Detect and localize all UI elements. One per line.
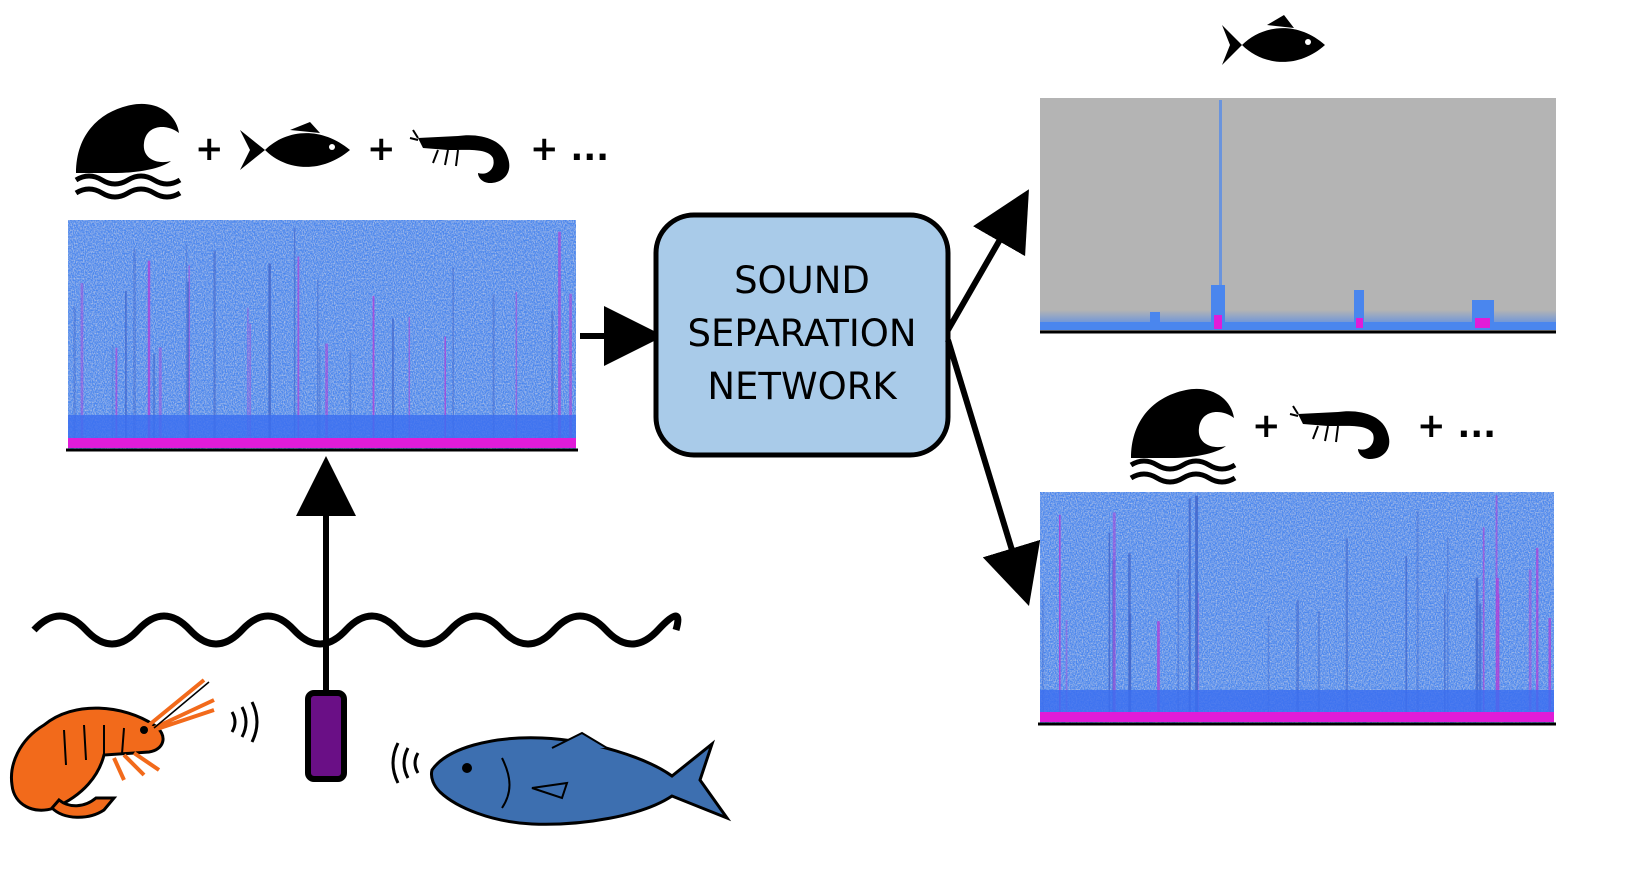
spectrogram-streak [515,291,518,442]
shrimp-icon [1289,405,1390,459]
spectrogram-streak [325,343,328,442]
spectrogram-streaks [1042,495,1551,714]
spectrogram-streak [1177,569,1179,714]
plus-operator: + [195,129,224,169]
spectrogram-streak [319,347,321,442]
spectrogram-streak [1447,537,1449,714]
spectrogram-streak [111,345,114,442]
spectrogram-streak [1112,559,1115,714]
input-spectrogram [66,220,578,452]
spectrogram-streak [1416,510,1419,714]
spectrogram-streak [408,316,410,442]
spectrogram-streak [1479,603,1482,714]
plus-ellipsis-operator: + ... [1417,406,1496,446]
shrimp-icon [409,129,510,183]
spectrogram-streak [187,281,189,442]
spectrogram-streak [125,290,127,442]
spectrogram-streak [1548,618,1551,714]
spectrogram-streak [349,350,352,442]
spectrogram-streak [492,294,495,442]
spectrogram-streak [1112,512,1116,714]
spectrogram-streak [444,336,446,442]
spectrogram-streak [1317,611,1320,714]
output-fish-icon-group [1222,15,1325,65]
spectrogram-streak [1188,498,1191,714]
spectrogram-streak [1345,538,1348,714]
residual-output-icons: + + ... [1129,388,1496,485]
spectrogram-streak [147,260,151,442]
spectrogram-streak [1108,533,1111,714]
wave-icon [1129,388,1237,485]
spectrogram-streak [1405,556,1408,714]
spectrogram-streak [268,263,271,442]
shrimp-sound-waves-icon [230,701,259,743]
spectrogram-streak [152,353,156,442]
spectrogram-streak [80,283,84,442]
plus-operator: + [367,129,396,169]
fish-illustration [430,731,732,826]
network-label-line-2: SEPARATION [687,312,916,355]
network-to-residual-output-arrow [945,339,1041,606]
spectrogram-streak [372,296,375,442]
residual-output-spectrogram [1038,492,1556,726]
spectrogram-streak [551,311,554,442]
spectrogram-streak [293,227,296,442]
network-label-line-3: NETWORK [707,365,898,408]
fish-sound-waves-icon [391,742,420,784]
spectrogram-streak [1059,514,1061,714]
spectrogram-streak [558,231,561,442]
fish-icon [240,122,350,170]
spectrogram-streak [1496,578,1500,714]
spectrogram-streak [297,256,300,442]
spectrogram-streak [115,347,118,442]
spectrogram-streak [1129,613,1132,714]
network-label-line-1: SOUND [734,259,870,302]
spectrogram-streak [73,306,76,442]
spectrogram-streak [1444,593,1446,714]
plus-operator: + [1252,406,1281,446]
spectrogram-streak [1157,621,1160,714]
spectrogram-streak [1482,527,1485,714]
spectrogram-streak [1528,569,1532,714]
spectrogram-streak [1498,593,1500,714]
spectrogram-streak [392,318,394,442]
spectrogram-streak [317,280,319,442]
spectrogram-streak [249,323,251,442]
input-mixture-icons: + + + ... [74,103,609,200]
spectrogram-streak [185,244,188,442]
spectrogram-streak [1536,547,1539,714]
shrimp-illustration [9,678,215,819]
spectrogram-streak [247,307,249,442]
plus-ellipsis-operator: + ... [530,129,609,169]
spectrogram-streak [1267,615,1270,714]
spectrogram-streak [133,249,136,442]
water-surface [31,612,682,648]
spectrogram-streak [452,267,454,442]
spectrogram-streak [569,293,572,442]
fish-output-spectrogram [1040,98,1556,334]
recording-scene [9,456,732,826]
spectrogram-streak [1475,577,1479,714]
network-to-fish-output-arrow [945,189,1029,332]
spectrogram-streaks [73,227,572,442]
hydrophone [305,690,347,782]
fish-icon [1222,15,1325,65]
spectrogram-streak [1296,600,1299,714]
wave-icon [74,103,182,200]
sound-separation-network: SOUND SEPARATION NETWORK [653,212,951,458]
spectrogram-streak [1042,594,1044,714]
spectrogram-streak [1065,619,1068,714]
fish-call-events [1150,100,1494,329]
spectrogram-streak [213,250,216,442]
spectrogram-streak [1195,495,1198,714]
spectrogram-streak [158,347,162,442]
spectrogram-streak [188,265,190,442]
